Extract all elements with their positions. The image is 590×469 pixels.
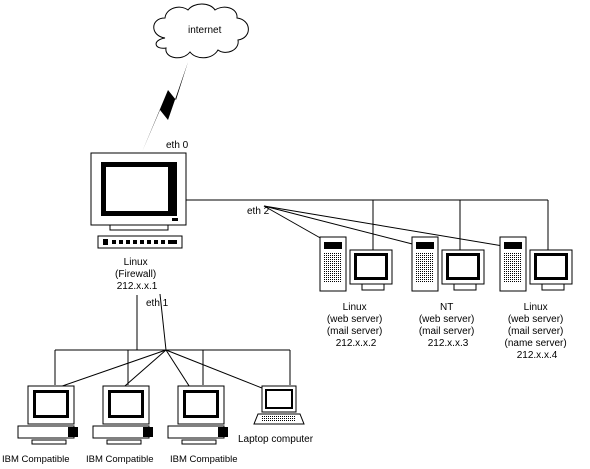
server-caption-line: (web server): [419, 314, 475, 325]
server-1: [319, 236, 393, 292]
server-caption-line: (mail server): [327, 326, 383, 337]
firewall-monitor: [90, 152, 187, 231]
server-caption-line: (name server): [504, 338, 566, 349]
client-2-label: IBM Compatible: [86, 454, 154, 465]
server-caption-line: (web server): [327, 314, 383, 325]
server-caption-line: (mail server): [508, 326, 564, 337]
firewall-keyboard: [97, 235, 183, 249]
server-caption-line: (web server): [508, 314, 564, 325]
server-1-caption: Linux (web server) (mail server) 212.x.x…: [327, 302, 385, 349]
server-3-caption: Linux (web server) (mail server) (name s…: [504, 302, 569, 361]
server-caption-line: 212.x.x.4: [517, 350, 558, 361]
internet-cloud: internet: [153, 3, 249, 59]
client-pc-1: [17, 385, 78, 445]
server-caption-line: NT: [440, 302, 453, 313]
firewall-caption-line: 212.x.x.1: [117, 281, 158, 292]
server-3: [499, 236, 573, 292]
server-caption-line: Linux: [343, 302, 367, 313]
server-caption-line: 212.x.x.3: [428, 338, 469, 349]
laptop-label: Laptop computer: [238, 434, 314, 445]
client-1-label: IBM Compatible: [2, 454, 70, 465]
laptop-computer: [253, 385, 305, 425]
server-caption-line: 212.x.x.2: [336, 338, 377, 349]
client-3-label: IBM Compatible: [170, 454, 238, 465]
eth2-label: eth 2: [247, 206, 270, 217]
eth0-label: eth 0: [166, 140, 189, 151]
server-caption-line: (mail server): [419, 326, 475, 337]
eth1-network-lines: [44, 293, 291, 393]
server-caption-line: Linux: [524, 302, 548, 313]
client-pc-2: [92, 385, 153, 445]
internet-label: internet: [188, 25, 222, 36]
firewall-caption-line: (Firewall): [115, 269, 156, 280]
server-2-caption: NT (web server) (mail server) 212.x.x.3: [419, 302, 477, 349]
eth1-label: eth 1: [146, 298, 169, 309]
lightning-bolt-icon: [142, 62, 188, 152]
eth2-network-lines: [186, 199, 549, 252]
client-pc-3: [167, 385, 228, 445]
server-2: [411, 236, 485, 292]
firewall-caption: Linux (Firewall) 212.x.x.1: [115, 257, 159, 292]
firewall-caption-line: Linux: [124, 257, 148, 268]
